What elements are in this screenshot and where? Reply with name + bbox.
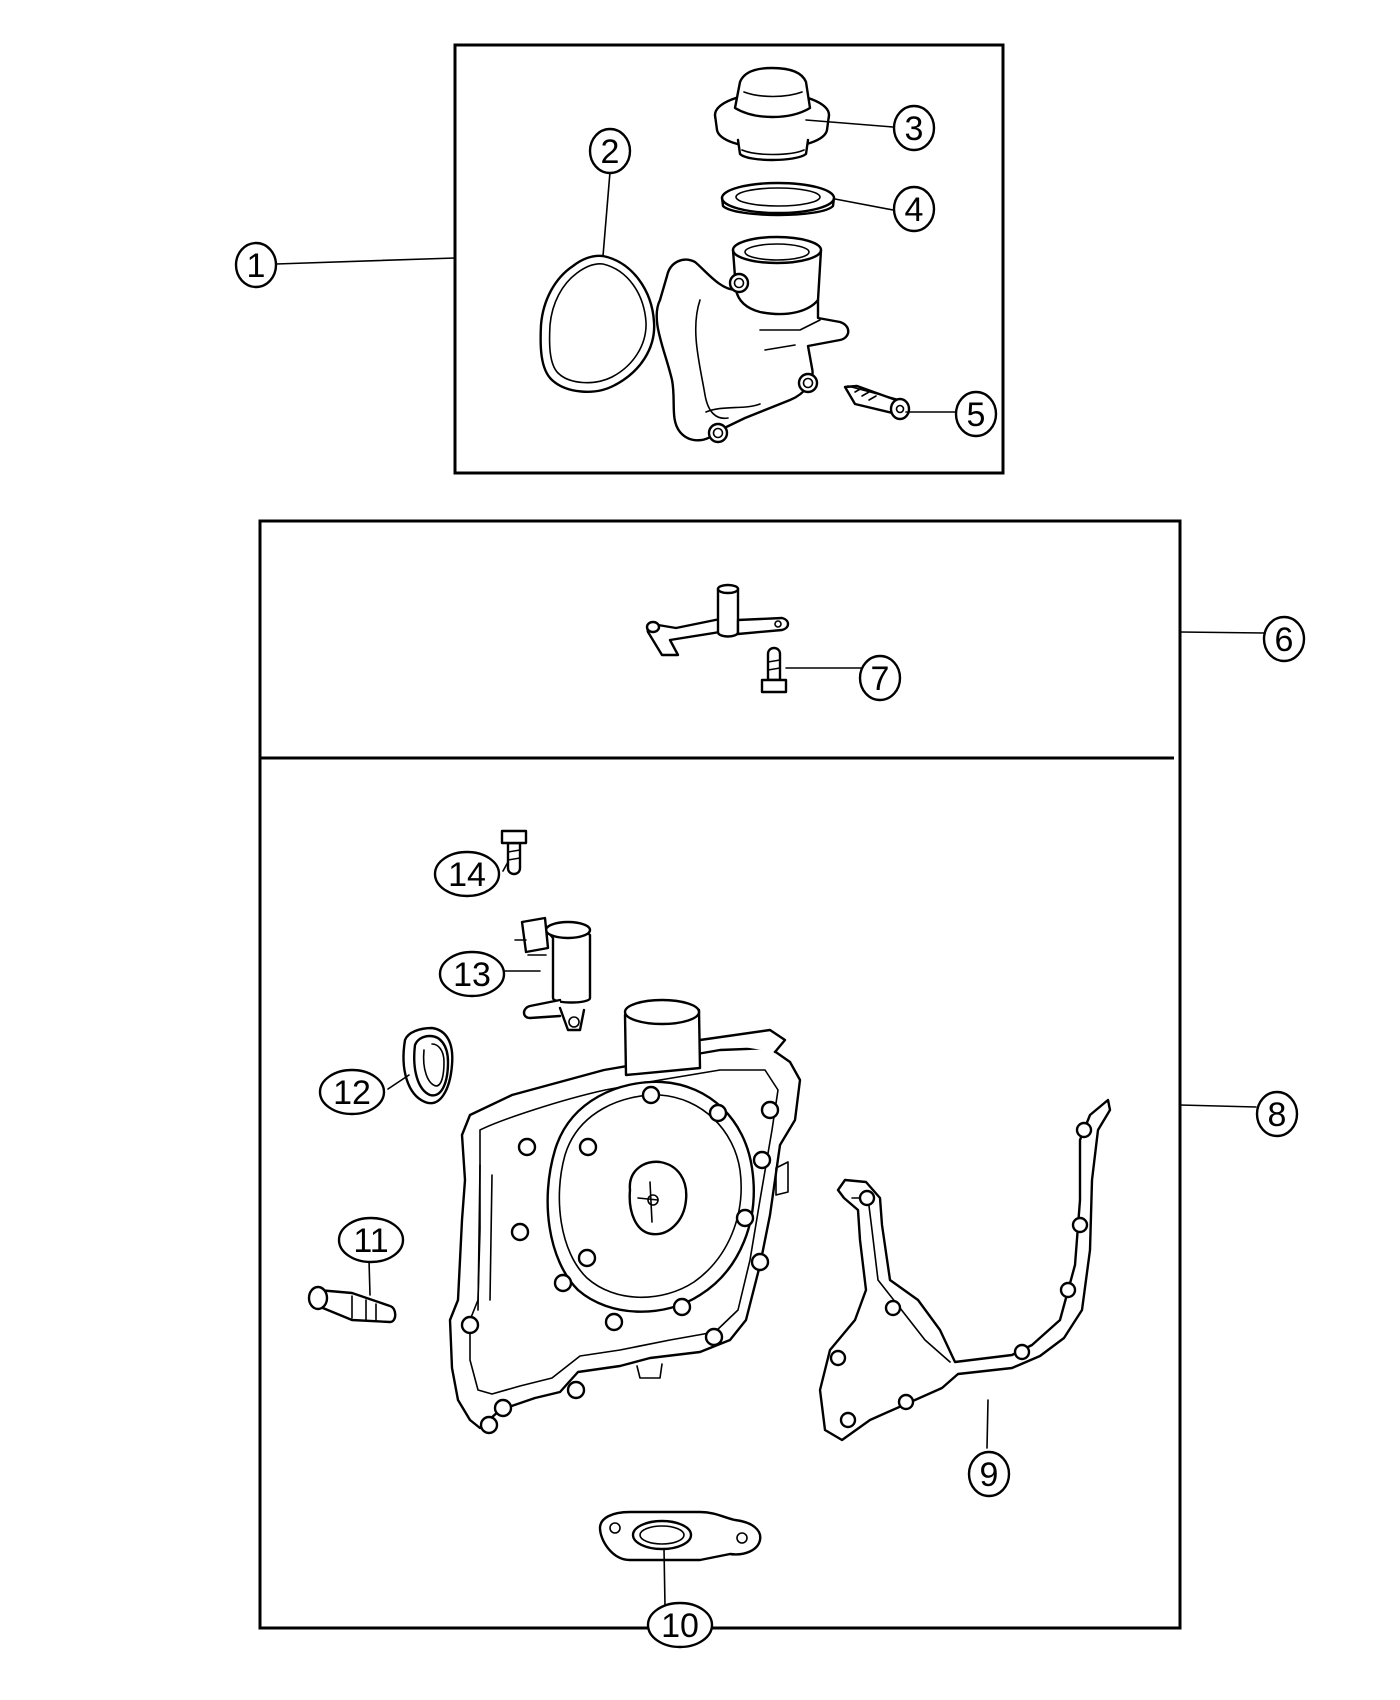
callout-4: 4 <box>892 185 936 233</box>
callout-13-label: 13 <box>453 956 491 994</box>
callout-11-label: 11 <box>353 1222 388 1260</box>
part-9-gasket <box>818 1098 1112 1442</box>
callout-9: 9 <box>967 1450 1011 1498</box>
assembly-box-6-8 <box>258 519 1182 1630</box>
part-3-filler-cap <box>713 66 831 162</box>
callout-3-label: 3 <box>905 110 924 148</box>
callout-12-label: 12 <box>333 1074 371 1112</box>
part-7-bolt <box>760 646 788 694</box>
callout-3: 3 <box>892 104 936 152</box>
callout-11: 11 <box>337 1216 405 1264</box>
part-11-bolt <box>307 1285 397 1324</box>
callout-5-label: 5 <box>967 396 986 434</box>
callout-4-label: 4 <box>905 191 924 229</box>
assembly-box-1 <box>453 43 1005 475</box>
callout-8-label: 8 <box>1268 1096 1287 1134</box>
part-6-tube-bracket <box>645 583 790 657</box>
callout-6: 6 <box>1262 615 1306 663</box>
callout-2: 2 <box>588 127 632 175</box>
part-14-bolt <box>500 829 528 876</box>
callout-7-label: 7 <box>871 660 890 698</box>
callout-10: 10 <box>646 1601 714 1649</box>
callout-14: 14 <box>433 850 501 898</box>
callout-9-label: 9 <box>980 1456 999 1494</box>
part-2-oring-gasket <box>539 254 656 393</box>
part-10-flange-gasket <box>598 1510 762 1562</box>
part-1-housing <box>655 235 850 444</box>
part-12-seal <box>402 1026 454 1105</box>
callout-10-label: 10 <box>661 1607 699 1645</box>
part-8-front-cover <box>448 998 802 1435</box>
callout-5: 5 <box>954 390 998 438</box>
part-13-solenoid <box>514 916 592 1032</box>
callout-7: 7 <box>858 654 902 702</box>
callout-14-label: 14 <box>448 856 486 894</box>
callout-2-label: 2 <box>601 133 620 171</box>
part-5-bolt <box>843 384 911 421</box>
callout-6-label: 6 <box>1275 621 1294 659</box>
callout-13: 13 <box>438 950 506 998</box>
callout-12: 12 <box>318 1068 386 1116</box>
part-4-seal-ring <box>720 181 836 217</box>
callout-1: 1 <box>234 241 278 289</box>
callout-1-label: 1 <box>247 247 266 285</box>
callout-8: 8 <box>1255 1090 1299 1138</box>
